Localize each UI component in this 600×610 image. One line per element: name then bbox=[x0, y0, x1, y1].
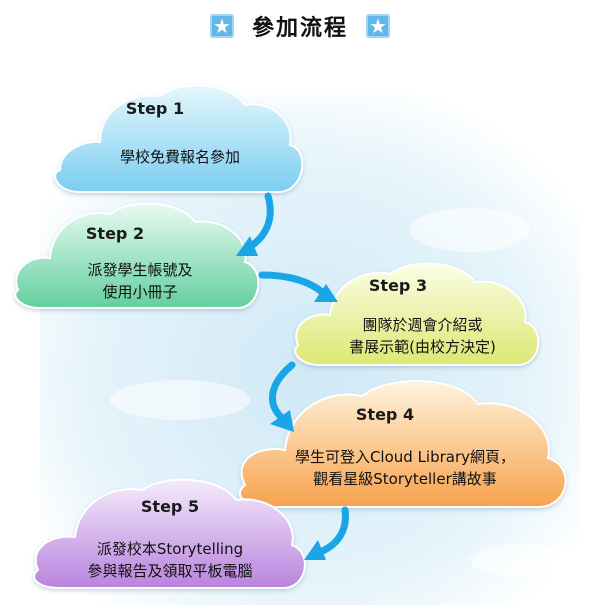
cloud-step-1 bbox=[54, 84, 304, 193]
star-icon: ★ bbox=[366, 14, 390, 38]
step-3-text-line-1: 團隊於週會介紹或 bbox=[362, 316, 483, 334]
arrow-4-to-5 bbox=[304, 506, 349, 560]
step-1-text: 學校免費報名參加 bbox=[119, 148, 240, 166]
step-3-text-line-2: 書展示範(由校方決定) bbox=[349, 338, 496, 356]
step-1-label: Step 1 bbox=[125, 99, 185, 118]
cloud-step-4 bbox=[238, 380, 567, 508]
step-4-label: Step 4 bbox=[355, 405, 415, 424]
step-5-text-line-1: 派發校本Storytelling bbox=[96, 540, 244, 558]
step-2-text-line-2: 使用小冊子 bbox=[102, 283, 178, 301]
cloud-step-3 bbox=[294, 262, 540, 366]
step-5-text-line-2: 參與報告及領取平板電腦 bbox=[87, 562, 253, 580]
step-3-label: Step 3 bbox=[368, 276, 428, 295]
step-4-text-line-2: 觀看星級Storyteller講故事 bbox=[313, 470, 497, 488]
step-2-text-line-1: 派發學生帳號及 bbox=[87, 261, 193, 279]
step-5-label: Step 5 bbox=[140, 497, 200, 516]
page-title: 參加流程 bbox=[251, 16, 348, 41]
cloud-step-2 bbox=[14, 202, 260, 309]
star-icon: ★ bbox=[209, 14, 234, 38]
arrow-3-to-4 bbox=[269, 361, 296, 432]
step-4-text-line-1: 學生可登入Cloud Library網頁， bbox=[294, 448, 516, 466]
arrow-2-to-3 bbox=[258, 271, 338, 302]
title-row: ★ 參加流程 ★ bbox=[0, 8, 600, 44]
arrow-1-to-2 bbox=[236, 192, 274, 256]
step-2-label: Step 2 bbox=[85, 224, 145, 243]
cloud-step-5 bbox=[33, 478, 306, 589]
